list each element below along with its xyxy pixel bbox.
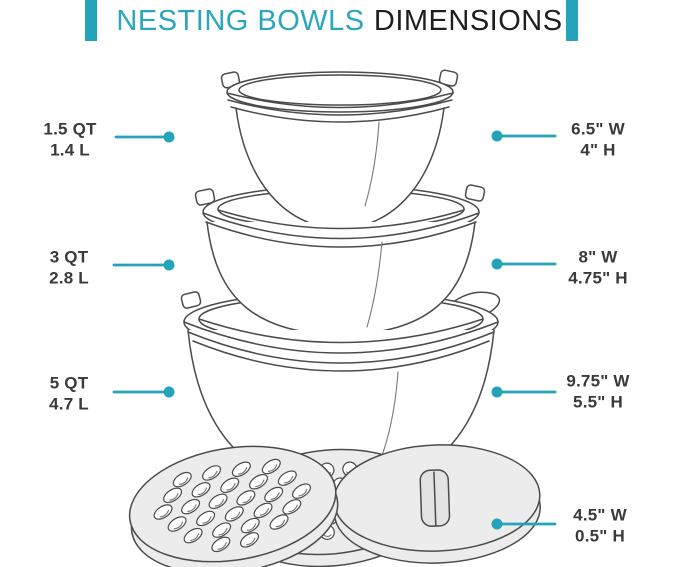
large-bowl-rim-band: [183, 321, 499, 354]
capacity-quarts: 5 QT: [49, 373, 89, 393]
connector-dimension-discs: [491, 518, 557, 530]
connector-dimension-medium: [491, 258, 557, 270]
small-bowl-rim-band: [226, 92, 454, 109]
connector-dot: [163, 259, 175, 271]
large-bowl-rim-band: [192, 340, 490, 372]
dimension-height: 5.5" H: [573, 392, 623, 411]
medium-bowl-lid-tab-right: [464, 184, 486, 202]
connector-dot: [163, 131, 175, 143]
capacity-label-large-bowl: 5 QT 4.7 L: [49, 373, 89, 414]
title-accent-bar-right: [566, 0, 578, 41]
dimension-label-large-bowl: 9.75" W 5.5" H: [566, 371, 629, 412]
dimension-width: 9.75" W: [566, 371, 630, 391]
capacity-liters: 2.8 L: [49, 268, 89, 287]
connector-dot: [491, 386, 503, 398]
small-bowl-rim-band: [230, 106, 450, 123]
connector-dot: [491, 258, 503, 270]
connector-dimension-large: [491, 386, 557, 398]
small-bowl-rim-band: [227, 99, 453, 116]
dimension-height: 4" H: [580, 140, 616, 159]
slot-disc-illustration: [333, 444, 541, 564]
connector-capacity-medium: [112, 259, 175, 271]
connector-capacity-large: [112, 386, 175, 398]
medium-bowl-rim-band: [205, 221, 477, 248]
slicing-disc-illustration: [128, 445, 339, 567]
capacity-liters: 1.4 L: [50, 140, 90, 159]
title-accent-bar-left: [85, 0, 97, 41]
connector-dimension-small: [491, 130, 557, 142]
medium-bowl-highlight: [366, 241, 383, 328]
capacity-label-small-bowl: 1.5 QT 1.4 L: [43, 119, 96, 160]
connector-dot: [163, 386, 175, 398]
dimension-label-small-bowl: 6.5" W 4" H: [571, 119, 625, 160]
dimension-height: 4.75" H: [568, 268, 628, 287]
large-bowl-lid-tab-left: [180, 291, 202, 309]
medium-bowl-lid-tab-left: [194, 188, 216, 206]
capacity-label-medium-bowl: 3 QT 2.8 L: [49, 247, 89, 288]
capacity-quarts: 1.5 QT: [43, 119, 97, 139]
medium-bowl-rim-band: [202, 212, 480, 240]
dimension-width: 8" W: [578, 247, 618, 267]
dimension-width: 4.5" W: [573, 505, 627, 525]
dimension-height: 0.5" H: [575, 526, 625, 545]
large-bowl-rim-lip: [198, 318, 484, 344]
connector-dot: [491, 130, 503, 142]
slicer-slot-divider: [433, 471, 437, 526]
capacity-quarts: 3 QT: [49, 247, 89, 267]
capacity-liters: 4.7 L: [49, 394, 89, 413]
connector-dot: [491, 518, 503, 530]
dimension-label-discs: 4.5" W 0.5" H: [573, 505, 627, 546]
dimension-label-medium-bowl: 8" W 4.75" H: [568, 247, 628, 288]
small-bowl-highlight: [364, 121, 380, 207]
medium-bowl-rim-lip: [217, 209, 465, 230]
large-bowl-rim-band: [187, 331, 495, 364]
small-bowl-illustration-front: [226, 71, 454, 230]
title-rest: DIMENSIONS: [373, 5, 563, 37]
title-highlight: NESTING BOWLS: [116, 5, 365, 37]
connector-capacity-small: [114, 131, 175, 143]
dimension-width: 6.5" W: [571, 119, 625, 139]
small-bowl-rim-inner: [238, 74, 442, 106]
